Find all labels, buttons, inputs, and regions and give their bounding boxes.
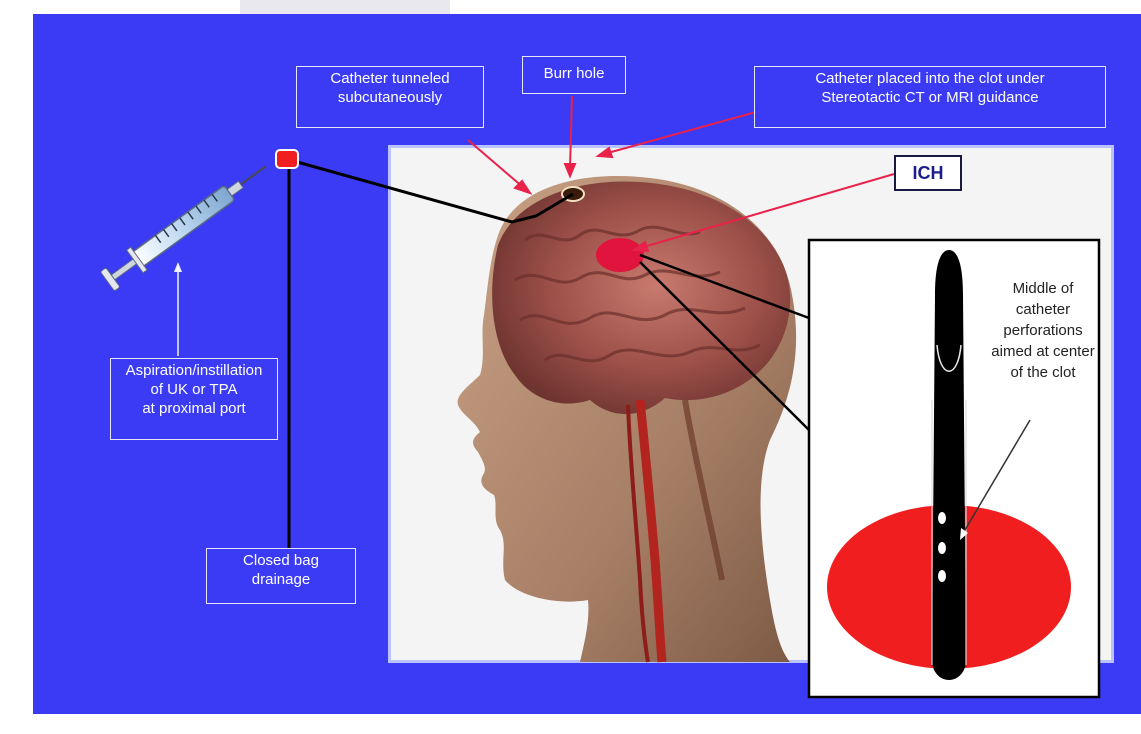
label-line: at proximal port (115, 399, 273, 418)
label-ich: ICH (894, 155, 962, 191)
perforation-hole (938, 542, 946, 554)
label-catheter-placed: Catheter placed into the clot under Ster… (754, 66, 1106, 128)
label-line: Closed bag (211, 551, 351, 570)
ich-clot-marker (596, 238, 644, 272)
label-line: subcutaneously (301, 88, 479, 107)
label-line: of UK or TPA (115, 380, 273, 399)
note-line: of the clot (990, 362, 1096, 383)
label-line: Aspiration/instillation (115, 361, 273, 380)
label-line: Catheter placed into the clot under (759, 69, 1101, 88)
label-catheter-tunneled: Catheter tunneled subcutaneously (296, 66, 484, 128)
label-burr-hole: Burr hole (522, 56, 626, 94)
note-line: aimed at center (990, 341, 1096, 362)
label-line: Burr hole (527, 59, 621, 89)
label-line: Catheter tunneled (301, 69, 479, 88)
label-line: drainage (211, 570, 351, 589)
note-line: perforations (990, 320, 1096, 341)
label-aspiration: Aspiration/instillation of UK or TPA at … (110, 358, 278, 440)
inset-catheter (932, 250, 966, 680)
perforation-hole (938, 512, 946, 524)
label-closed-bag-drainage: Closed bag drainage (206, 548, 356, 604)
label-middle-of-catheter: Middle of catheter perforations aimed at… (990, 278, 1096, 383)
proximal-port (276, 150, 298, 168)
syringe-icon (99, 155, 274, 293)
note-line: catheter (990, 299, 1096, 320)
perforation-hole (938, 570, 946, 582)
label-line: Stereotactic CT or MRI guidance (759, 88, 1101, 107)
note-line: Middle of (990, 278, 1096, 299)
